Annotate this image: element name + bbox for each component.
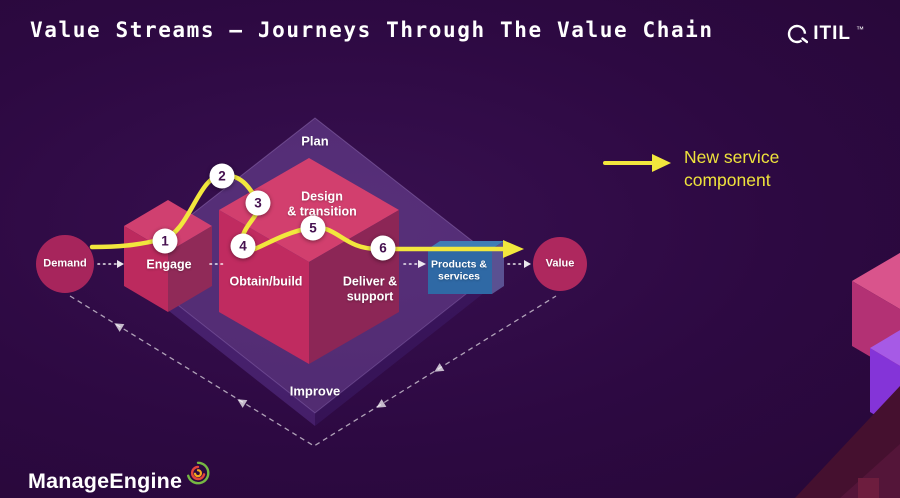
step-marker-1: 1	[152, 228, 178, 254]
products-services-label: Products & services	[431, 259, 487, 284]
connector-demand-engage-arrow	[117, 260, 124, 268]
itil-swirl-icon	[788, 24, 809, 44]
feedback-arrow-3	[434, 363, 445, 372]
step-marker-3: 3	[245, 190, 271, 216]
itil-wordmark: ITIL	[813, 23, 851, 44]
value-node	[533, 237, 587, 291]
value-label: Value	[545, 257, 575, 270]
page-title: Value Streams – Journeys Through The Val…	[30, 18, 714, 42]
legend-arrow-icon	[603, 154, 671, 172]
deliver-support-label: Deliver & support	[343, 274, 397, 304]
demand-label: Demand	[43, 257, 87, 270]
deliver-support-line2: support	[346, 289, 394, 303]
deliver-support-line1: Deliver &	[342, 274, 398, 289]
diamond-thickness-right	[315, 265, 503, 426]
plan-label: Plan	[301, 133, 329, 149]
itil-trademark: ™	[856, 25, 864, 34]
design-transition-line2: & transition	[287, 204, 357, 218]
design-transition-label: Design & transition	[287, 189, 356, 219]
itil-logo: ITIL ™	[786, 23, 864, 45]
journey-arrowhead	[503, 240, 524, 258]
feedback-arrow-2	[237, 399, 248, 408]
decor-corner-dark	[795, 386, 900, 498]
manageengine-wordmark: ManageEngine	[28, 469, 183, 494]
design-transition-line1: Design	[301, 189, 343, 204]
products-services-line1: Products &	[430, 258, 488, 271]
feedback-arrow-4	[376, 399, 387, 408]
connector-core-products-arrow	[418, 260, 426, 268]
step-marker-5: 5	[300, 215, 326, 241]
products-services-line2: services	[437, 271, 481, 283]
manageengine-logo: ManageEngine	[28, 460, 211, 495]
step-marker-2: 2	[209, 163, 235, 189]
engage-label: Engage	[146, 257, 192, 272]
step-marker-4: 4	[230, 233, 256, 259]
improve-label: Improve	[289, 383, 341, 399]
demand-node	[36, 235, 94, 293]
feedback-arrow-1	[114, 323, 125, 332]
legend: New service component	[602, 146, 829, 192]
obtain-build-label: Obtain/build	[229, 274, 303, 289]
manageengine-swirl-icon	[187, 461, 210, 485]
connector-products-value-arrow	[524, 260, 531, 268]
step-marker-6: 6	[370, 235, 396, 261]
legend-label: New service component	[684, 147, 780, 191]
